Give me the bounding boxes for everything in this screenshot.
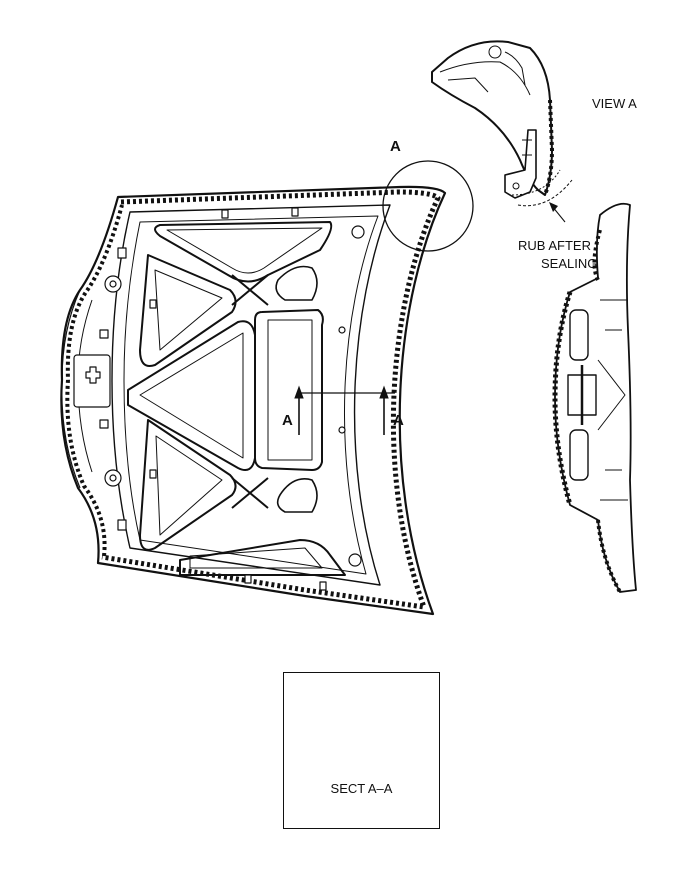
view-a-callout-label: A: [390, 138, 401, 155]
rub-after-sealing-line1: RUB AFTER: [518, 238, 591, 253]
section-cut-line: [294, 385, 395, 435]
section-a-a-box: SECT A–A: [283, 672, 440, 829]
section-arrow-right-label: A: [393, 412, 404, 429]
hood-inner-panel: [60, 185, 447, 616]
section-arrow-left-label: A: [282, 412, 293, 429]
section-a-a-title: SECT A–A: [330, 781, 393, 796]
view-a-callout-circle: [382, 160, 474, 252]
hood-side-profile: [552, 202, 637, 593]
view-a-title: VIEW A: [592, 96, 637, 111]
rub-after-sealing-line2: SEALING: [541, 256, 598, 271]
sealer-bead: [101, 189, 441, 610]
view-a-detail: [431, 40, 573, 223]
panel-holes: [99, 207, 365, 591]
